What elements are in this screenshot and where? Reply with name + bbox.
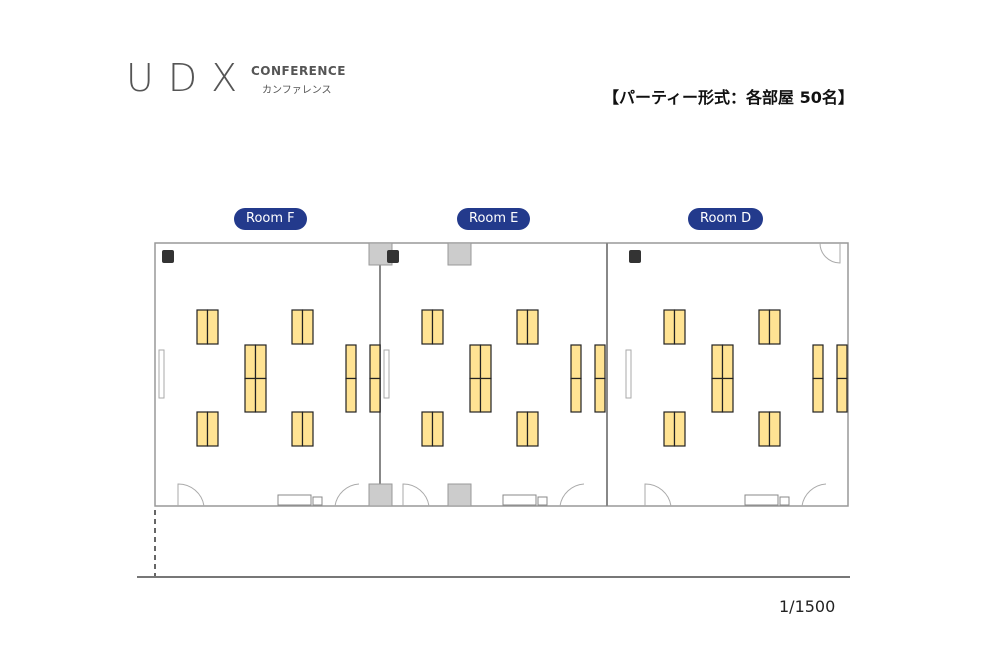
table [479,377,492,413]
table [196,309,209,345]
counter [277,494,312,506]
table [291,309,304,345]
door-icon [559,483,585,507]
table [301,411,314,447]
table [721,377,734,413]
projector-icon [162,250,174,263]
table [301,309,314,345]
table [526,309,539,345]
table [673,309,686,345]
counter-box [537,496,548,506]
projector-icon [387,250,399,263]
table [431,411,444,447]
door-icon [819,242,841,264]
table [594,377,606,413]
pillar [447,483,472,507]
room-f-label[interactable]: Room F [234,208,307,230]
table [673,411,686,447]
counter [744,494,779,506]
whiteboard [625,349,632,399]
table [768,309,781,345]
door-icon [402,483,430,507]
table [663,411,676,447]
door-icon [801,483,827,507]
udx-logo: UDX [126,56,252,100]
table [663,309,676,345]
table [206,309,219,345]
table [469,377,482,413]
table [768,411,781,447]
table [254,377,267,413]
logo-conference-kana: カンファレンス [262,85,332,96]
logo-conference: CONFERENCE [251,64,346,78]
table [469,344,482,380]
counter-box [312,496,323,506]
table [479,344,492,380]
table [758,411,771,447]
pillar [368,483,393,507]
table [516,411,529,447]
door-icon [644,483,672,507]
table [516,309,529,345]
table [836,344,848,380]
table [711,377,724,413]
table [594,344,606,380]
whiteboard [158,349,165,399]
projector-icon [629,250,641,263]
table [196,411,209,447]
table [812,377,824,413]
table [711,344,724,380]
counter-box [779,496,790,506]
table [206,411,219,447]
table [421,411,434,447]
table [369,344,381,380]
table [812,344,824,380]
table [758,309,771,345]
counter [502,494,537,506]
table [570,377,582,413]
table [244,344,257,380]
table [570,344,582,380]
table [369,377,381,413]
door-icon [334,483,360,507]
table [291,411,304,447]
door-icon [177,483,205,507]
table [345,377,357,413]
room-d-label[interactable]: Room D [688,208,764,230]
table [431,309,444,345]
table [721,344,734,380]
table [836,377,848,413]
table [345,344,357,380]
pillar [447,242,472,266]
room-e-label[interactable]: Room E [457,208,531,230]
table [421,309,434,345]
scale-text: 1/1500 [779,597,836,616]
table [244,377,257,413]
table [254,344,267,380]
whiteboard [383,349,390,399]
table [526,411,539,447]
layout-title: 【パーティー形式：各部屋 50名】 [603,88,854,107]
